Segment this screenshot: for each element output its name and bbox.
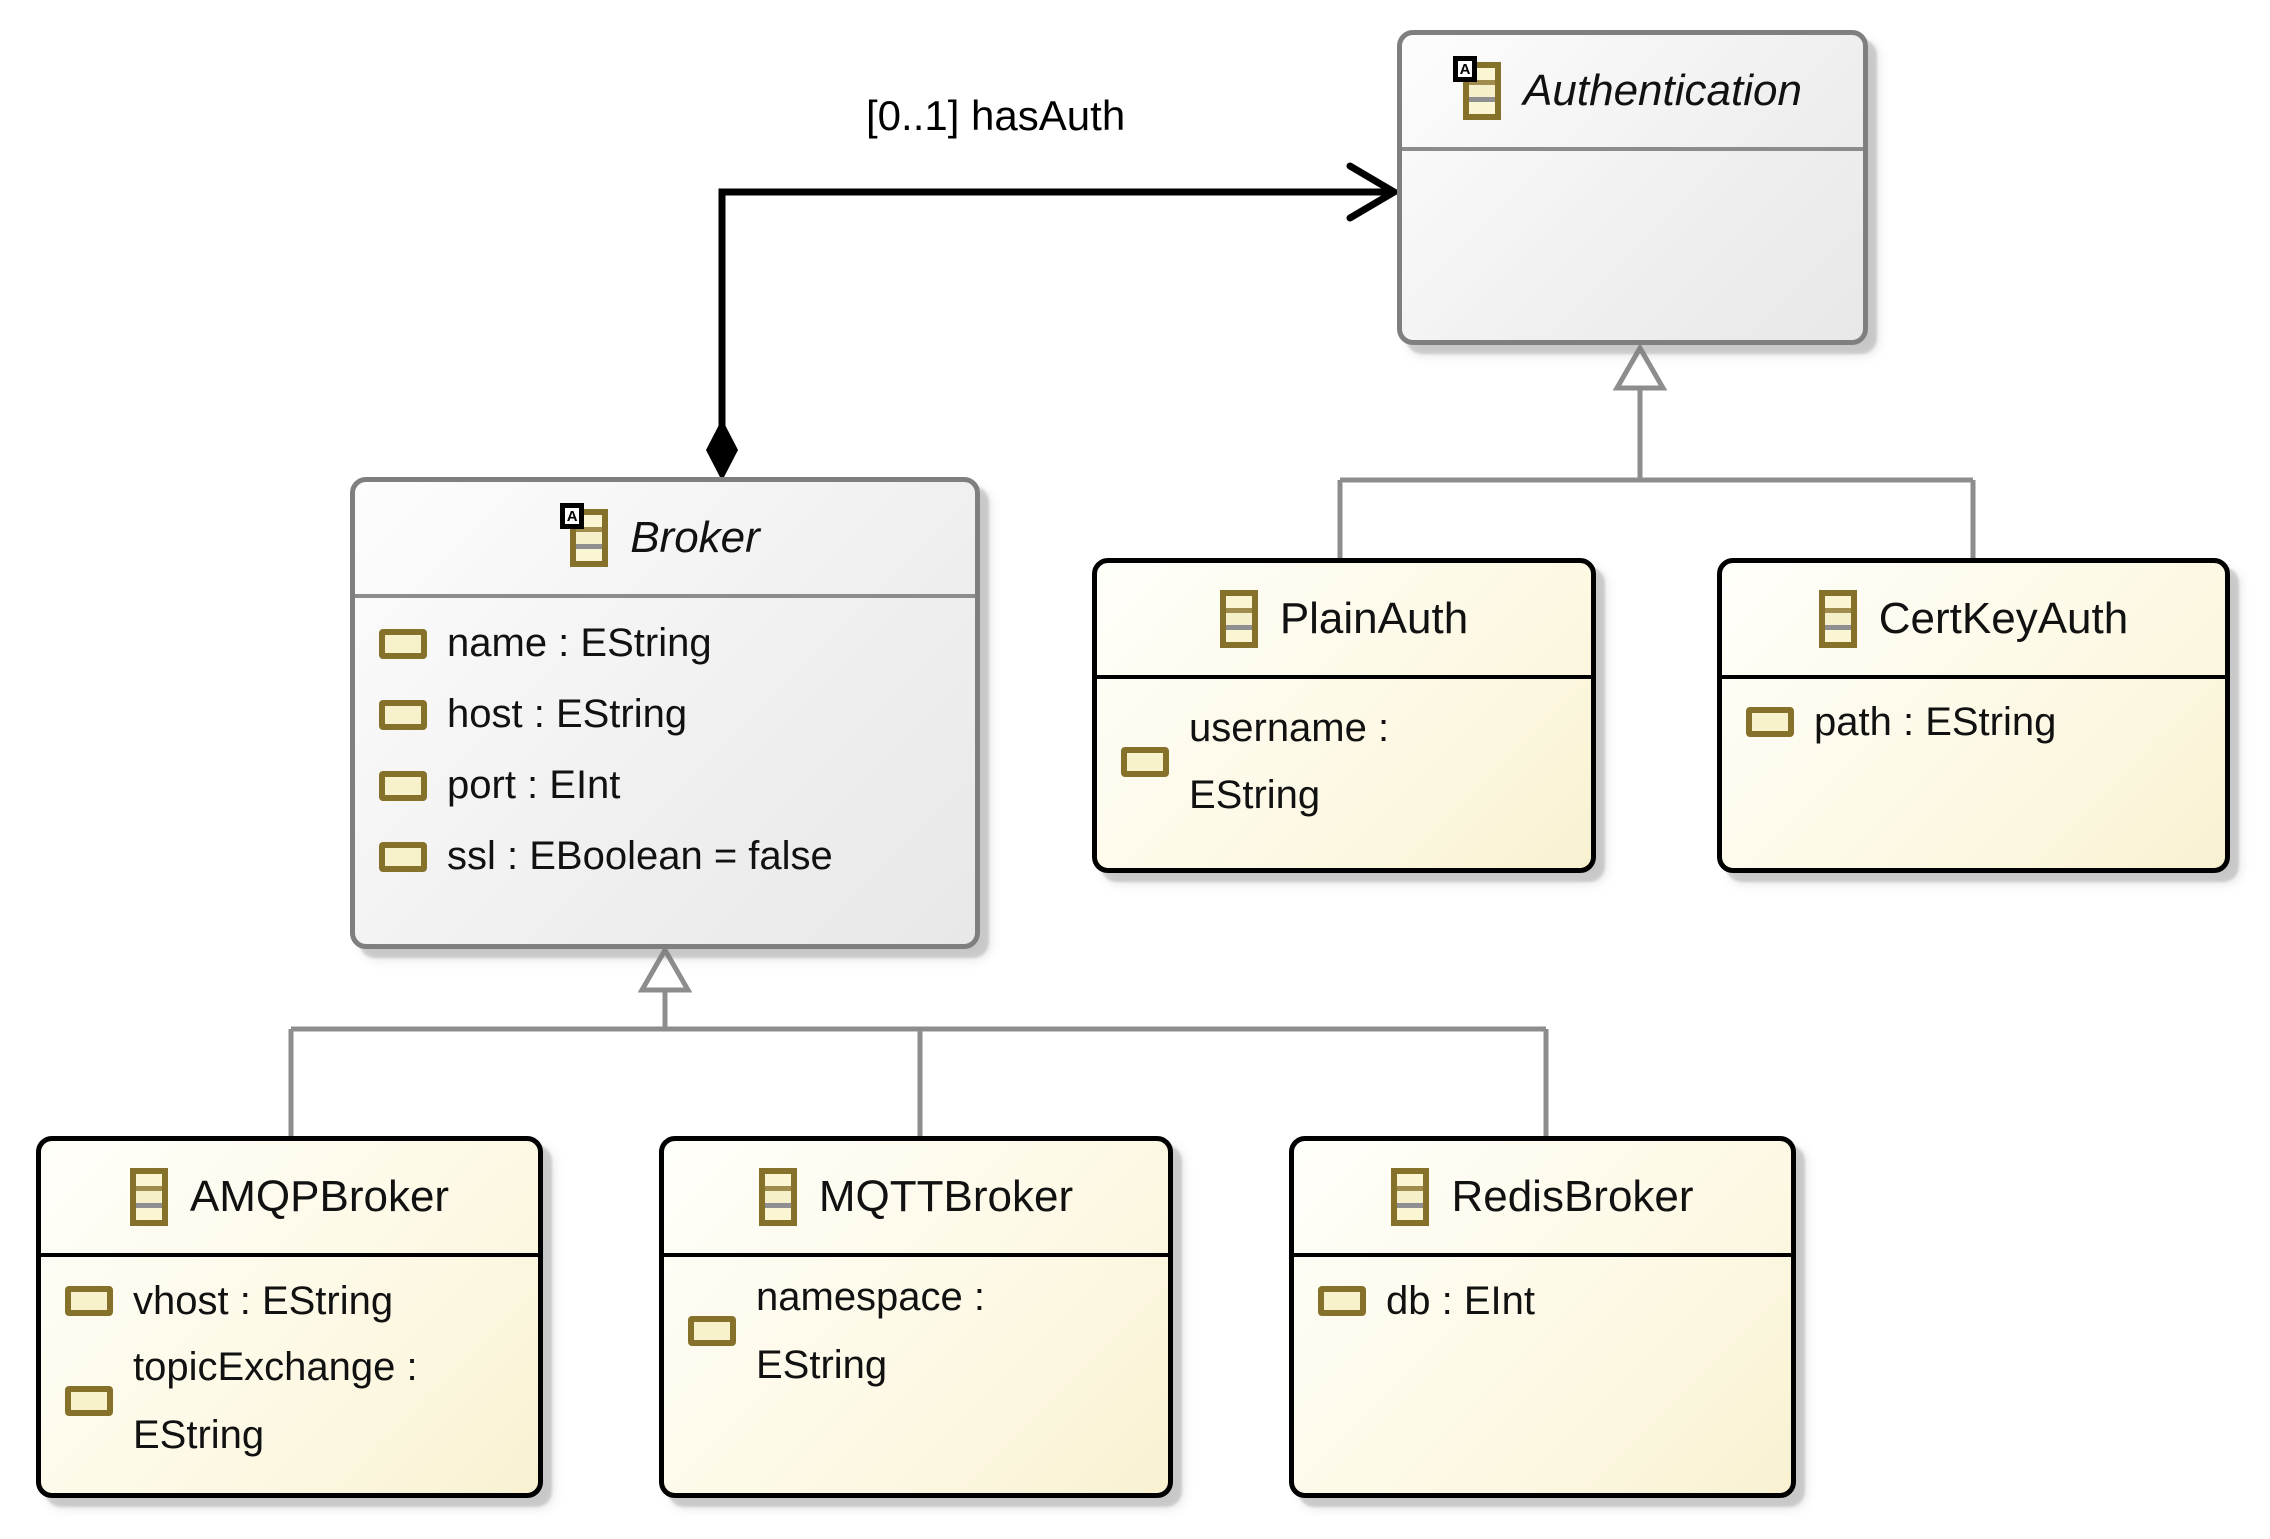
generalization-triangle-icon [637, 944, 693, 993]
class-box-amqpbroker[interactable]: AMQPBroker vhost : EString topicExchange… [36, 1136, 543, 1498]
eclass-icon [1219, 590, 1258, 648]
eattribute-icon [379, 770, 427, 801]
attribute-text: port : EInt [447, 763, 621, 807]
class-box-certkeyauth[interactable]: CertKeyAuth path : EString [1717, 558, 2230, 873]
attribute-text: namespace : [756, 1275, 986, 1319]
class-attributes-broker: name : EString host : EString port : EIn… [355, 598, 975, 892]
class-attributes-certkeyauth: path : EString [1722, 679, 2225, 753]
class-box-mqttbroker[interactable]: MQTTBroker namespace : EString [659, 1136, 1173, 1498]
class-box-authentication[interactable]: A Authentication [1397, 30, 1868, 345]
composition-edge-label[interactable]: [0..1] hasAuth [866, 92, 1126, 139]
class-attributes-amqpbroker: vhost : EString topicExchange : EString [41, 1257, 538, 1469]
eattribute-icon [1121, 747, 1169, 777]
eattribute-icon [379, 841, 427, 872]
class-name: AMQPBroker [189, 1172, 450, 1221]
composition-diamond-icon [706, 419, 738, 481]
eclass-icon [1818, 590, 1857, 648]
attribute-text: topicExchange : [133, 1345, 418, 1389]
eclass-icon [1391, 1168, 1430, 1226]
class-name: Authentication [1523, 66, 1802, 115]
class-title-broker: A Broker [355, 482, 975, 598]
attribute-row[interactable]: namespace : EString [664, 1263, 1168, 1399]
eclass-icon: A [1453, 56, 1502, 120]
attribute-text: EString [756, 1343, 888, 1387]
eattribute-icon [1746, 707, 1794, 737]
eclass-icon: A [560, 503, 609, 567]
generalization-triangle-icon [1612, 342, 1668, 391]
class-name: PlainAuth [1279, 594, 1469, 643]
class-box-redisbroker[interactable]: RedisBroker db : EInt [1289, 1136, 1796, 1498]
eattribute-icon [379, 628, 427, 659]
class-name: CertKeyAuth [1878, 594, 2129, 643]
class-title-certkeyauth: CertKeyAuth [1722, 563, 2225, 679]
attribute-text: vhost : EString [133, 1278, 394, 1323]
class-attributes-mqttbroker: namespace : EString [664, 1257, 1168, 1399]
attribute-row[interactable]: name : EString [355, 608, 975, 679]
attribute-text: path : EString [1814, 699, 2057, 744]
attribute-text: ssl : EBoolean = false [447, 834, 833, 878]
class-name: RedisBroker [1451, 1172, 1694, 1221]
class-title-amqpbroker: AMQPBroker [41, 1141, 538, 1257]
attribute-row[interactable]: port : EInt [355, 750, 975, 821]
class-box-plainauth[interactable]: PlainAuth username : EString [1092, 558, 1596, 873]
attribute-row[interactable]: host : EString [355, 679, 975, 750]
class-title-redisbroker: RedisBroker [1294, 1141, 1791, 1257]
eclass-icon [129, 1168, 168, 1226]
eattribute-icon [688, 1316, 736, 1346]
open-arrowhead-icon [1346, 162, 1401, 222]
class-attributes-plainauth: username : EString [1097, 679, 1591, 829]
attribute-text: db : EInt [1386, 1278, 1535, 1323]
class-title-authentication: A Authentication [1402, 35, 1863, 151]
abstract-badge-icon: A [1453, 56, 1478, 82]
attribute-text: host : EString [447, 692, 688, 736]
generalization-edges-broker[interactable] [288, 944, 1549, 1140]
eattribute-icon [65, 1286, 113, 1316]
attribute-text: name : EString [447, 621, 712, 665]
composition-edge-hasauth[interactable] [706, 162, 1401, 481]
attribute-row[interactable]: db : EInt [1294, 1269, 1791, 1333]
attribute-row[interactable]: vhost : EString [41, 1269, 538, 1333]
class-attributes-redisbroker: db : EInt [1294, 1257, 1791, 1333]
attribute-text: username : [1189, 706, 1390, 750]
eattribute-icon [379, 699, 427, 730]
class-title-plainauth: PlainAuth [1097, 563, 1591, 679]
eattribute-icon [65, 1386, 113, 1416]
attribute-row[interactable]: path : EString [1722, 691, 2225, 753]
attribute-row[interactable]: username : EString [1097, 695, 1591, 829]
class-title-mqttbroker: MQTTBroker [664, 1141, 1168, 1257]
class-box-broker[interactable]: A Broker name : EString host : EString p… [350, 477, 980, 949]
attribute-text: EString [1189, 773, 1321, 817]
attribute-row[interactable]: ssl : EBoolean = false [355, 821, 975, 892]
class-name: Broker [630, 513, 760, 562]
class-name: MQTTBroker [818, 1172, 1074, 1221]
eattribute-icon [1318, 1286, 1366, 1316]
eclass-icon [758, 1168, 797, 1226]
abstract-badge-icon: A [560, 503, 585, 529]
attribute-row[interactable]: topicExchange : EString [41, 1333, 538, 1469]
attribute-text: EString [133, 1413, 265, 1457]
generalization-edges-authentication[interactable] [1337, 342, 1976, 562]
